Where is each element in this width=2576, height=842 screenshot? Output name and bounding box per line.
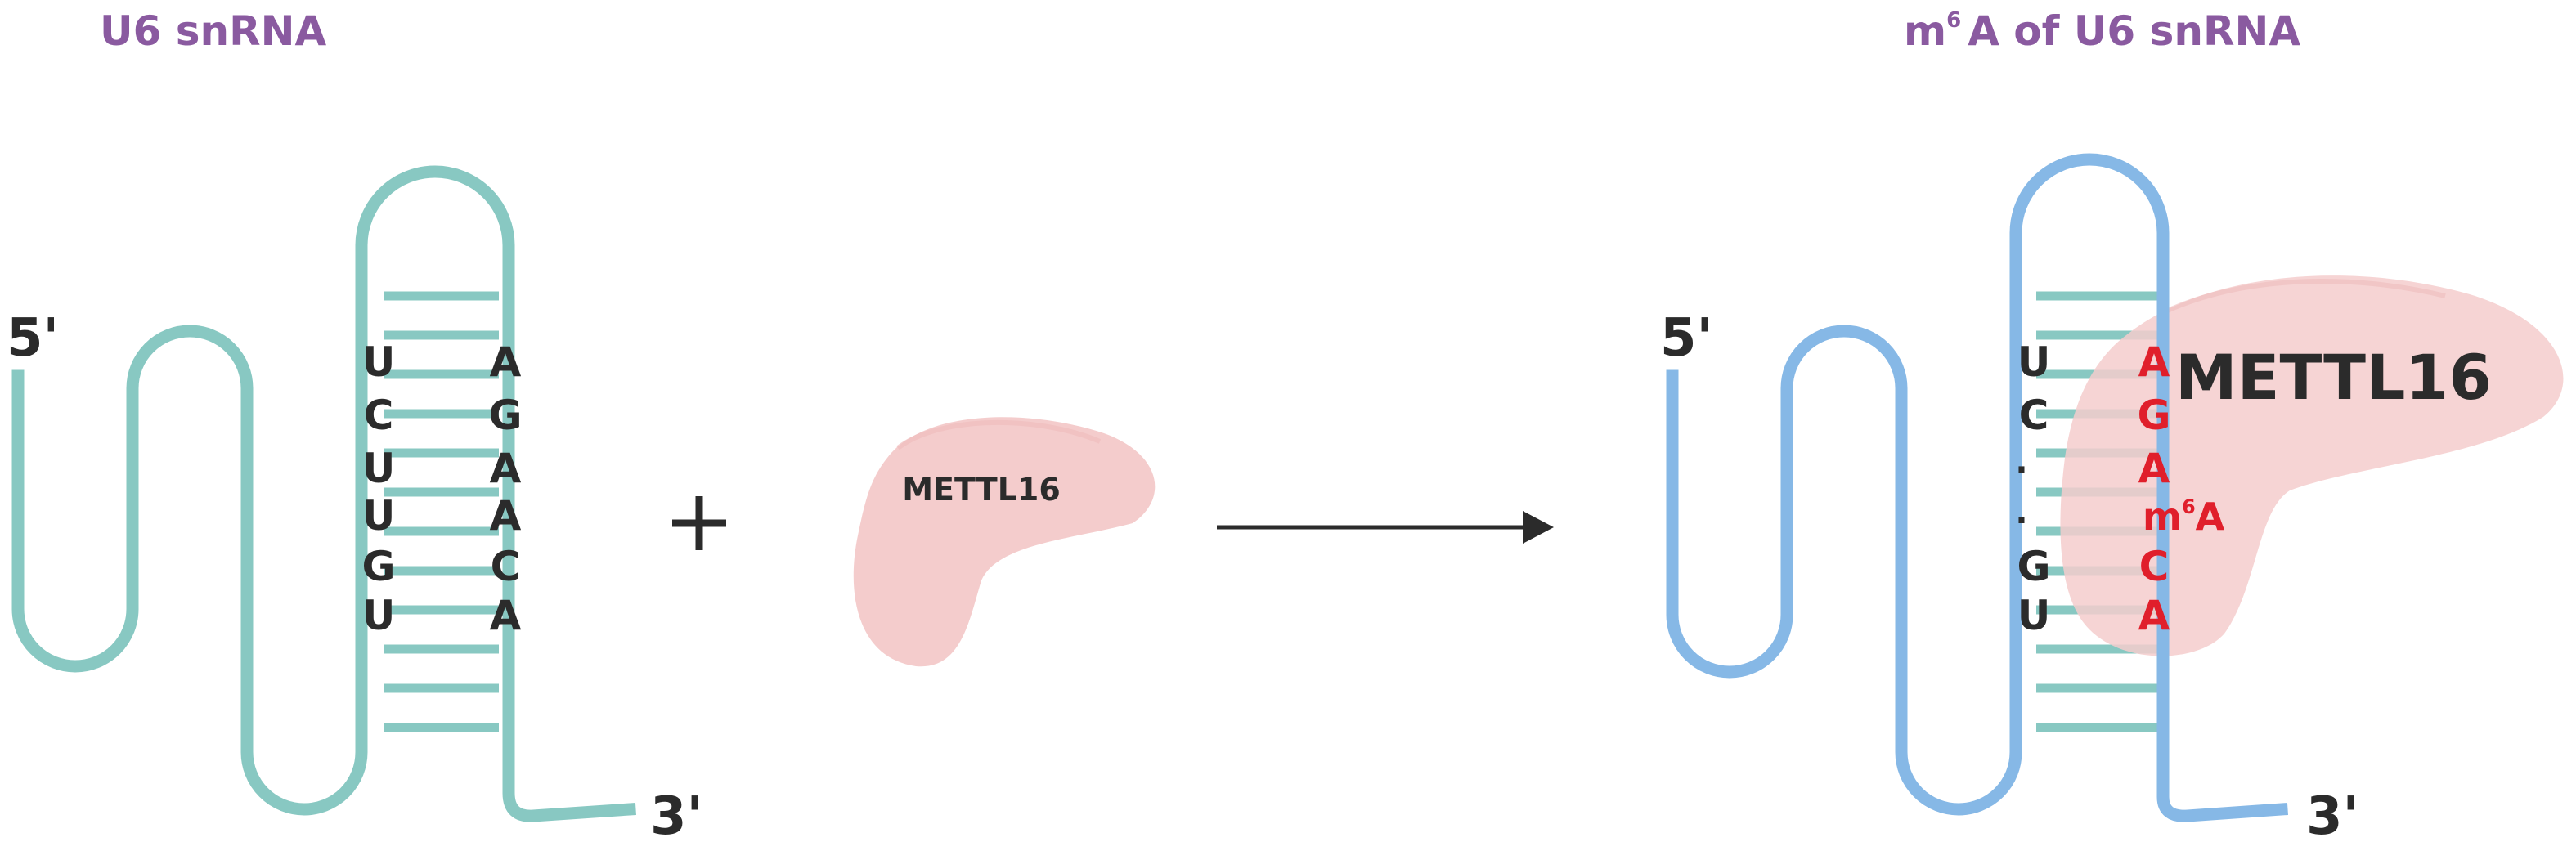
- base-label: U: [2017, 338, 2051, 386]
- base-label: U: [362, 492, 396, 540]
- left-title: U6 snRNA: [100, 7, 327, 55]
- left-strand-5-bases: U C U U G U: [361, 338, 395, 639]
- right-strand-3-bases: A G A C A: [2137, 338, 2170, 639]
- base-label: G: [361, 543, 395, 590]
- right-five-prime-label: 5': [1660, 308, 1712, 369]
- left-strand-3-bases: A G A A C A: [488, 338, 522, 639]
- right-rna-backbone: [1666, 153, 2289, 822]
- bound-enzyme-blob: [2060, 275, 2564, 656]
- left-panel: U6 snRNA 5' 3' U C U U G U: [7, 7, 702, 842]
- base-label: C: [491, 543, 521, 590]
- base-label: G: [2017, 543, 2050, 590]
- plus-sign: +: [672, 496, 726, 550]
- bound-enzyme-label: METTL16: [2175, 341, 2492, 414]
- left-five-prime-label: 5': [7, 308, 59, 369]
- base-label: U: [362, 338, 396, 386]
- base-label: C: [2139, 543, 2170, 590]
- base-label: C: [364, 392, 394, 439]
- base-label: A: [490, 338, 522, 386]
- base-label: G: [2137, 392, 2170, 439]
- base-dot: ·: [2015, 502, 2027, 540]
- base-label: A: [2138, 592, 2170, 639]
- base-label: A: [490, 592, 522, 639]
- base-label: U: [362, 445, 396, 492]
- base-label: U: [2017, 592, 2051, 639]
- base-label: U: [362, 592, 396, 639]
- left-stem-rungs: [384, 291, 499, 732]
- right-three-prime-label: 3': [2306, 786, 2358, 842]
- base-label: A: [490, 492, 522, 540]
- enzyme-blob: METTL16: [853, 417, 1156, 667]
- left-rna-backbone: [11, 165, 636, 822]
- base-label: A: [2138, 338, 2170, 386]
- base-label: A: [2138, 445, 2170, 492]
- modified-base-m6a: m6A: [2143, 495, 2225, 539]
- base-label: A: [490, 445, 522, 492]
- base-label: G: [488, 392, 522, 439]
- right-strand-5-bases: U C · · G U: [2015, 338, 2050, 639]
- base-dot: ·: [2015, 451, 2027, 489]
- base-label: C: [2019, 392, 2049, 439]
- enzyme-label: METTL16: [902, 472, 1061, 508]
- reaction-arrow: [1217, 511, 1554, 544]
- left-three-prime-label: 3': [650, 786, 702, 842]
